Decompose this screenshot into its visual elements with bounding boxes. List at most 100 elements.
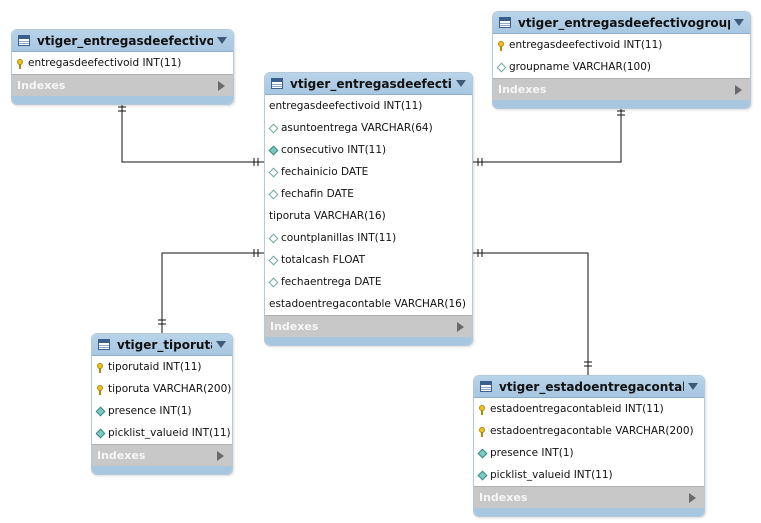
table-icon [18, 35, 30, 46]
indexes-section[interactable]: Indexes [493, 78, 750, 100]
table-icon [499, 17, 511, 28]
column-row[interactable]: groupname VARCHAR(100) [493, 56, 750, 78]
column-list: estadoentregacontableid INT(11) estadoen… [474, 398, 704, 486]
chevron-down-icon[interactable] [734, 19, 744, 26]
column-label: picklist_valueid INT(11) [490, 469, 613, 481]
chevron-down-icon[interactable] [456, 80, 466, 87]
nullable-column-icon [269, 124, 277, 132]
table-bottom-edge [12, 96, 233, 104]
primary-key-icon [16, 59, 24, 69]
column-list: entregasdeefectivoid INT(11) [12, 52, 233, 74]
column-row[interactable]: fechainicio DATE [265, 161, 472, 183]
indexes-section[interactable]: Indexes [92, 444, 232, 466]
column-label: totalcash FLOAT [281, 254, 366, 266]
column-label: picklist_valueid INT(11) [108, 427, 231, 439]
primary-key-icon [96, 385, 104, 395]
primary-key-icon [497, 41, 505, 51]
column-label: countplanillas INT(11) [281, 232, 397, 244]
indexes-label: Indexes [97, 449, 146, 462]
indexes-label: Indexes [498, 83, 547, 96]
chevron-right-icon[interactable] [457, 321, 464, 332]
column-label: fechafin DATE [281, 188, 354, 200]
chevron-right-icon[interactable] [218, 80, 225, 91]
column-label: entregasdeefectivoid INT(11) [509, 39, 663, 51]
column-row[interactable]: asuntoentrega VARCHAR(64) [265, 117, 472, 139]
table-entregasdeefectivogrouprel[interactable]: vtiger_entregasdeefectivogrouprel entreg… [492, 11, 751, 109]
column-label: consecutivo INT(11) [281, 144, 387, 156]
column-label: entregasdeefectivoid INT(11) [28, 57, 182, 69]
relationship-line [161, 252, 264, 333]
chevron-right-icon[interactable] [217, 450, 224, 461]
column-label: tiporuta VARCHAR(16) [269, 210, 386, 222]
table-header[interactable]: vtiger_tiporuta [92, 334, 232, 356]
table-bottom-edge [265, 337, 472, 345]
indexes-label: Indexes [17, 79, 66, 92]
column-label: presence INT(1) [490, 447, 574, 459]
indexes-label: Indexes [479, 491, 528, 504]
table-header[interactable]: vtiger_entregasdeefectivogrouprel [493, 12, 750, 34]
primary-key-icon [478, 405, 486, 415]
chevron-right-icon[interactable] [735, 84, 742, 95]
column-row[interactable]: presence INT(1) [92, 400, 232, 422]
column-label: tiporuta VARCHAR(200) [108, 383, 232, 395]
table-entregasdeefectivo[interactable]: vtiger_entregasdeefectivo entregasdeefec… [264, 72, 473, 346]
column-label: asuntoentrega VARCHAR(64) [281, 122, 433, 134]
table-header[interactable]: vtiger_estadoentregacontable [474, 376, 704, 398]
table-title: vtiger_entregasdeefectivo [290, 76, 452, 91]
column-row[interactable]: estadoentregacontable VARCHAR(16) [265, 293, 472, 315]
table-title: vtiger_entregasdeefectivogrouprel [518, 15, 730, 30]
column-row[interactable]: tiporutaid INT(11) [92, 356, 232, 378]
table-bottom-edge [474, 508, 704, 516]
relationship-line [473, 106, 622, 163]
column-label: estadoentregacontable VARCHAR(16) [269, 298, 466, 310]
indexes-section[interactable]: Indexes [12, 74, 233, 96]
relationship-line [121, 102, 264, 163]
column-row[interactable]: fechaentrega DATE [265, 271, 472, 293]
table-title: vtiger_estadoentregacontable [499, 379, 684, 394]
chevron-down-icon[interactable] [217, 37, 227, 44]
indexes-section[interactable]: Indexes [474, 486, 704, 508]
primary-key-icon [478, 427, 486, 437]
table-title: vtiger_entregasdeefectivocf [37, 33, 213, 48]
column-row[interactable]: estadoentregacontableid INT(11) [474, 398, 704, 420]
column-row[interactable]: picklist_valueid INT(11) [92, 422, 232, 444]
column-row[interactable]: presence INT(1) [474, 442, 704, 464]
column-label: entregasdeefectivoid INT(11) [269, 100, 423, 112]
column-label: groupname VARCHAR(100) [509, 61, 652, 73]
table-header[interactable]: vtiger_entregasdeefectivo [265, 73, 472, 95]
nullable-column-icon [269, 256, 277, 264]
column-row[interactable]: picklist_valueid INT(11) [474, 464, 704, 486]
chevron-right-icon[interactable] [689, 492, 696, 503]
indexes-label: Indexes [270, 320, 319, 333]
chevron-down-icon[interactable] [688, 383, 698, 390]
column-list: entregasdeefectivoid INT(11) groupname V… [493, 34, 750, 78]
indexes-section[interactable]: Indexes [265, 315, 472, 337]
relationship-line [473, 252, 589, 375]
column-label: presence INT(1) [108, 405, 192, 417]
table-estadoentregacontable[interactable]: vtiger_estadoentregacontable estadoentre… [473, 375, 705, 517]
table-icon [480, 381, 492, 392]
column-row[interactable]: entregasdeefectivoid INT(11) [265, 95, 472, 117]
column-row[interactable]: entregasdeefectivoid INT(11) [12, 52, 233, 74]
column-list: entregasdeefectivoid INT(11) asuntoentre… [265, 95, 472, 315]
column-row[interactable]: fechafin DATE [265, 183, 472, 205]
nullable-column-icon [269, 234, 277, 242]
not-null-column-icon [478, 449, 486, 457]
column-row[interactable]: consecutivo INT(11) [265, 139, 472, 161]
nullable-column-icon [269, 168, 277, 176]
column-label: fechainicio DATE [281, 166, 369, 178]
column-row[interactable]: totalcash FLOAT [265, 249, 472, 271]
column-row[interactable]: tiporuta VARCHAR(200) [92, 378, 232, 400]
table-entregasdeefectivocf[interactable]: vtiger_entregasdeefectivocf entregasdeef… [11, 29, 234, 105]
column-row[interactable]: tiporuta VARCHAR(16) [265, 205, 472, 227]
chevron-down-icon[interactable] [216, 341, 226, 348]
table-icon [271, 78, 283, 89]
not-null-column-icon [96, 407, 104, 415]
column-row[interactable]: entregasdeefectivoid INT(11) [493, 34, 750, 56]
column-label: estadoentregacontableid INT(11) [490, 403, 664, 415]
column-row[interactable]: estadoentregacontable VARCHAR(200) [474, 420, 704, 442]
table-header[interactable]: vtiger_entregasdeefectivocf [12, 30, 233, 52]
column-row[interactable]: countplanillas INT(11) [265, 227, 472, 249]
table-tiporuta[interactable]: vtiger_tiporuta tiporutaid INT(11) tipor… [91, 333, 233, 475]
